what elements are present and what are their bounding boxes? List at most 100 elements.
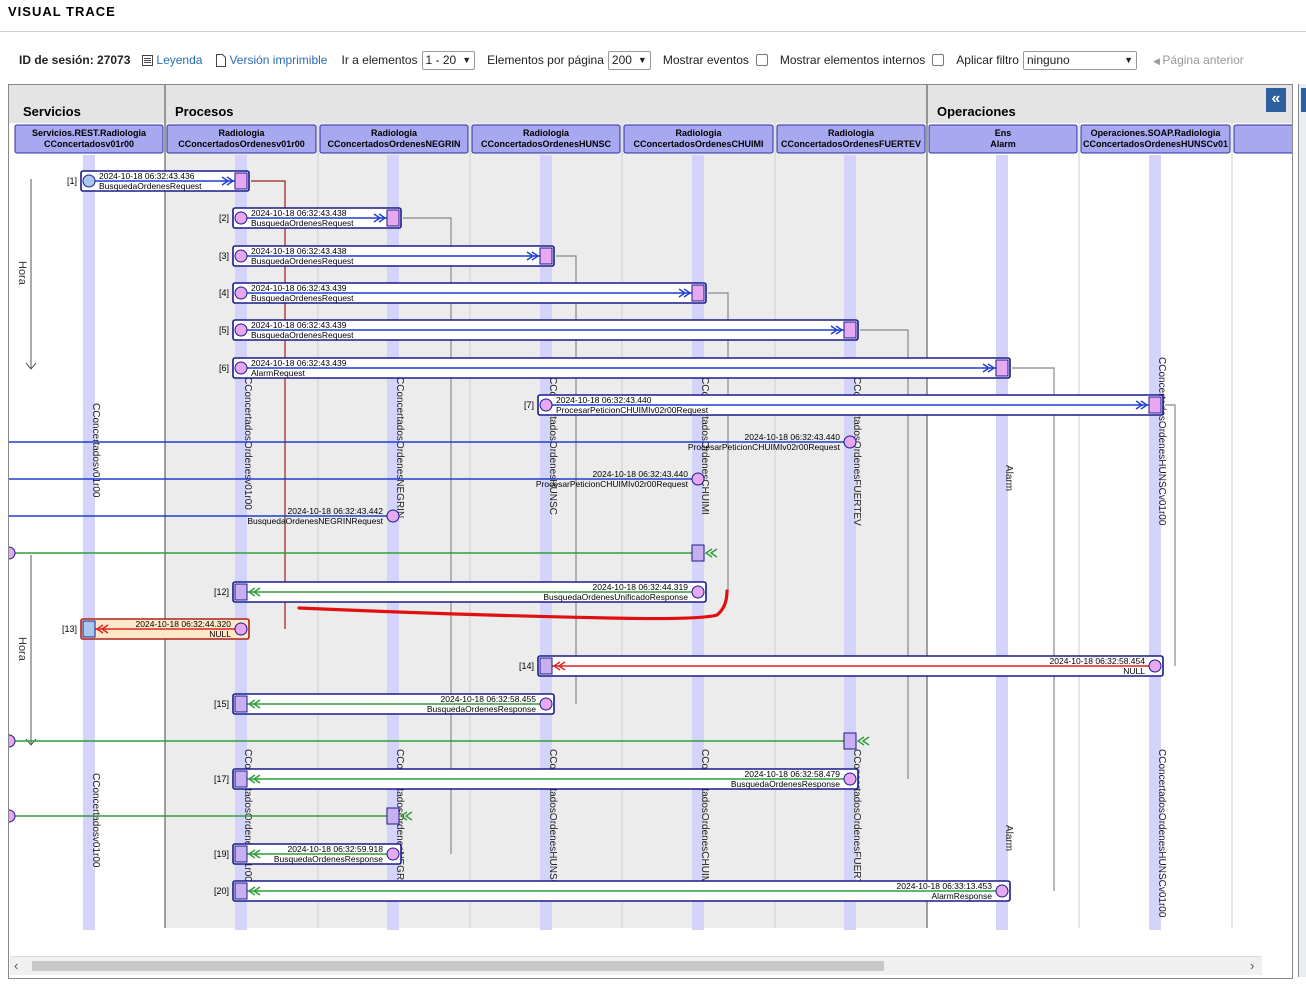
message-index: [1] [67, 176, 77, 186]
message-time: 2024-10-18 06:32:43.440 [593, 469, 689, 479]
show-internal-label: Mostrar elementos internos [779, 53, 926, 67]
collapse-panel-button[interactable]: « [1266, 88, 1286, 112]
origin-circle-icon [9, 734, 16, 748]
origin-circle-icon [539, 697, 553, 711]
lifeline-label: CConcertadosOrdenesHUNSCv01r00 [1156, 357, 1167, 526]
message-index: [15] [214, 699, 229, 709]
column-header-8[interactable] [1233, 124, 1292, 154]
lifeline-7 [1149, 155, 1161, 930]
lifeline-label: CConcertadosOrdenesCHUIMI [699, 749, 710, 887]
message-index: [20] [214, 886, 229, 896]
origin-circle-icon [9, 546, 16, 560]
message-time: 2024-10-18 06:32:43.439 [251, 358, 347, 368]
return-path [556, 255, 577, 704]
double-arrow-icon [1135, 400, 1149, 410]
filter-select[interactable]: ninguno▼ [1022, 50, 1137, 70]
message-index: [5] [219, 325, 229, 335]
target-box-icon [691, 544, 705, 562]
column-header-4[interactable] [623, 124, 774, 154]
message-name: BusquedaOrdenesResponse [274, 854, 383, 864]
per-page-select[interactable]: 200▼ [607, 50, 651, 70]
scroll-right-icon[interactable]: › [1250, 958, 1255, 973]
legend-link[interactable]: Leyenda [142, 53, 202, 67]
double-arrow-icon [247, 699, 261, 709]
origin-circle-icon [386, 509, 400, 523]
message-time: 2024-10-18 06:33:13.453 [897, 881, 993, 891]
return-path [860, 329, 909, 779]
origin-circle-icon [539, 398, 553, 412]
message-time: 2024-10-18 06:32:43.439 [251, 320, 347, 330]
column-header-2[interactable] [319, 124, 469, 154]
target-box-icon [843, 321, 857, 339]
message-name: BusquedaOrdenesNEGRINRequest [247, 516, 383, 526]
message-name: NULL [209, 629, 231, 639]
footer-area [9, 928, 1292, 958]
column-header-3[interactable] [471, 124, 621, 154]
message-index: [19] [214, 849, 229, 859]
origin-circle-icon [691, 472, 705, 486]
show-internal-checkbox[interactable] [932, 54, 945, 66]
message-index: [17] [214, 774, 229, 784]
column-header-line1: Radiologia [828, 128, 875, 138]
column-header-5[interactable] [776, 124, 926, 154]
annotation-underline [297, 589, 729, 621]
message-index: [6] [219, 363, 229, 373]
origin-circle-icon [691, 585, 705, 599]
message-time: 2024-10-18 06:32:43.442 [288, 506, 384, 516]
lifeline-label: Alarm [1003, 465, 1014, 491]
origin-circle-icon [9, 809, 16, 823]
message-index: [7] [524, 400, 534, 410]
origin-circle-icon [1148, 659, 1162, 673]
arrow-down-icon [25, 362, 37, 370]
lifeline-label: CConcertadosOrdenesHUNSCv01r00 [1156, 749, 1167, 918]
origin-circle-icon [234, 286, 248, 300]
per-page-label: Elementos por página [487, 53, 604, 67]
lifeline-label: CConcertadosOrdenesHUNSC [547, 749, 558, 887]
double-arrow-icon [247, 886, 261, 896]
scrollbar-thumb[interactable] [32, 961, 884, 971]
return-path [1012, 367, 1055, 891]
column-header-line2: CConcertadosOrdenesCHUIMI [633, 139, 763, 149]
goto-select[interactable]: 1 - 20▼ [421, 50, 476, 70]
message-name: BusquedaOrdenesRequest [99, 181, 202, 191]
message-time: 2024-10-18 06:32:59.918 [288, 844, 384, 854]
target-box-icon [234, 695, 248, 713]
prev-page-label: Página anterior [1162, 53, 1244, 67]
message-name: ProcesarPeticionCHUIMIv02r00Request [688, 442, 841, 452]
message-name: ProcesarPeticionCHUIMIv02r00Request [536, 479, 689, 489]
show-events-checkbox[interactable] [755, 54, 768, 66]
lifeline-label: CConcertadosOrdenesFUERTEV [851, 377, 862, 526]
column-header-line1: Radiologia [218, 128, 265, 138]
origin-circle-icon [386, 847, 400, 861]
target-box-icon [234, 882, 248, 900]
double-arrow-icon [982, 363, 996, 373]
app-title: VISUAL TRACE [8, 4, 116, 19]
target-box-icon [1148, 396, 1162, 414]
lifeline-label: CConcertadosv01r00 [90, 773, 101, 868]
message-index: [4] [219, 288, 229, 298]
chevron-down-icon: ▼ [1124, 55, 1133, 65]
origin-circle-icon [234, 249, 248, 263]
column-header-1[interactable] [166, 124, 317, 154]
double-arrow-icon [247, 849, 261, 859]
column-header-6[interactable] [928, 124, 1078, 154]
message-index: [2] [219, 213, 229, 223]
column-header-line2: CConcertadosOrdenesHUNSCv01 [1083, 139, 1228, 149]
horizontal-scrollbar[interactable]: ‹ › [10, 956, 1262, 975]
return-path [708, 292, 729, 592]
lifeline-label: CConcertadosOrdenesCHUIMI [699, 377, 710, 515]
target-box-icon [691, 284, 705, 302]
return-path [1165, 404, 1176, 666]
legend-label: Leyenda [156, 53, 203, 67]
print-version-link[interactable]: Versión imprimible [216, 53, 327, 67]
origin-circle-icon [234, 323, 248, 337]
double-arrow-icon [247, 774, 261, 784]
message-name: BusquedaOrdenesResponse [427, 704, 536, 714]
double-arrow-icon [399, 811, 413, 821]
scroll-left-icon[interactable]: ‹ [14, 958, 19, 973]
double-arrow-icon [856, 736, 870, 746]
column-header-0[interactable] [14, 124, 164, 154]
prev-page-link[interactable]: ◀ Página anterior [1153, 53, 1244, 67]
column-header-7[interactable] [1080, 124, 1231, 154]
triangle-left-icon: ◀ [1152, 56, 1163, 66]
